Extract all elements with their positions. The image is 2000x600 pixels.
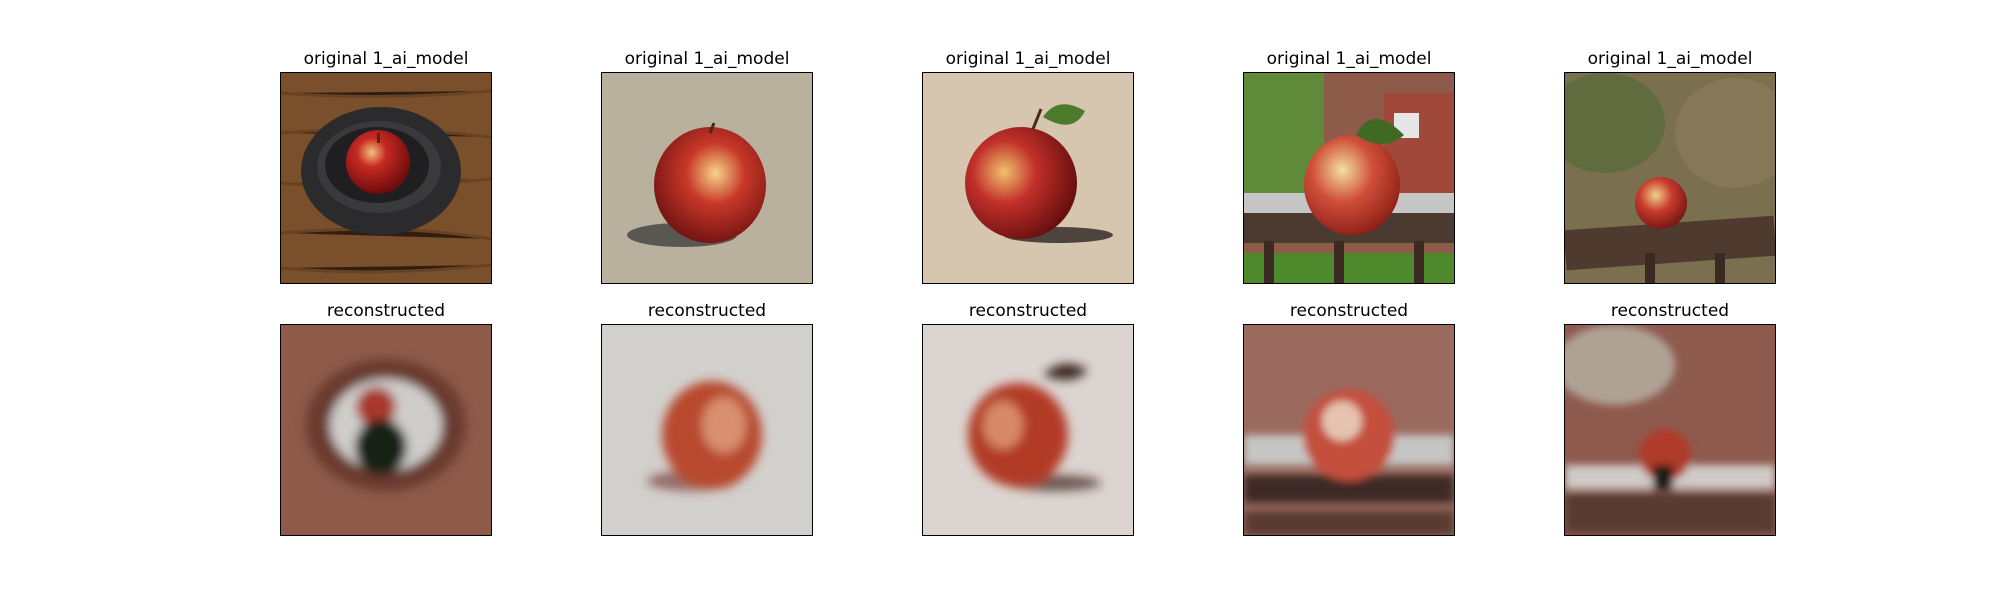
panel-title: reconstructed [647,301,767,321]
original-image-5 [1564,72,1776,284]
panel-title: original 1_ai_model [624,49,790,69]
original-image-2 [601,72,813,284]
reconstructed-image-1 [280,324,492,536]
reconstructed-image-4 [1243,324,1455,536]
panel-title: reconstructed [326,301,446,321]
panel-title: original 1_ai_model [945,49,1111,69]
panel-title: original 1_ai_model [1587,49,1753,69]
original-image-4 [1243,72,1455,284]
original-image-3 [922,72,1134,284]
panel-title: reconstructed [1610,301,1730,321]
reconstructed-image-5 [1564,324,1776,536]
panel-title: reconstructed [1289,301,1409,321]
panel-title: original 1_ai_model [303,49,469,69]
reconstructed-image-2 [601,324,813,536]
panel-title: original 1_ai_model [1266,49,1432,69]
panel-title: reconstructed [968,301,1088,321]
reconstructed-image-3 [922,324,1134,536]
original-image-1 [280,72,492,284]
